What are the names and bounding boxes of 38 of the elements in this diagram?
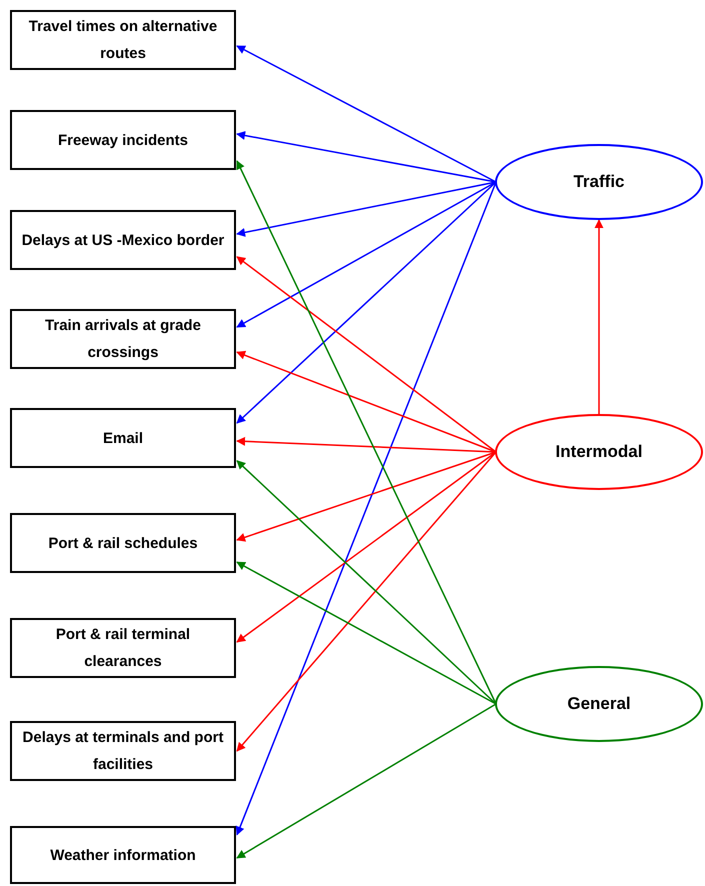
arrow	[236, 451, 496, 643]
box-label: Port & rail terminal clearances	[54, 625, 192, 672]
info-box	[10, 618, 236, 678]
arrow	[236, 451, 496, 542]
box-label: Delays at terminals and port facilities	[22, 728, 224, 775]
arrow	[236, 160, 497, 704]
box-label: Delays at US -Mexico border	[22, 230, 224, 250]
arrow	[236, 182, 497, 836]
info-box	[10, 210, 236, 270]
info-box	[10, 110, 236, 170]
info-box	[10, 721, 236, 781]
info-box	[10, 513, 236, 573]
arrow	[236, 460, 497, 705]
arrow	[236, 562, 496, 705]
box-label: Train arrivals at grade crossings	[44, 316, 202, 363]
arrow	[236, 181, 496, 328]
info-box	[10, 10, 236, 70]
box-label: Email	[102, 428, 144, 448]
arrow	[236, 131, 496, 183]
box-label: Travel times on alternative routes	[28, 17, 218, 64]
category-label: Intermodal	[556, 441, 642, 464]
info-box	[10, 408, 236, 468]
arrow	[236, 181, 497, 424]
info-box	[10, 309, 236, 369]
category-label: Traffic	[573, 171, 625, 194]
arrow	[236, 181, 496, 237]
arrow	[236, 256, 496, 453]
arrow	[236, 45, 496, 183]
arrow	[236, 452, 497, 752]
arrow	[236, 703, 496, 859]
box-label: Port & rail schedules	[48, 534, 198, 554]
box-label: Freeway incidents	[58, 130, 188, 150]
arrow	[594, 219, 604, 414]
category-label: General	[567, 693, 631, 716]
info-box	[10, 826, 236, 884]
box-label: Weather information	[50, 846, 196, 866]
arrow	[236, 436, 496, 453]
arrow	[236, 350, 496, 453]
